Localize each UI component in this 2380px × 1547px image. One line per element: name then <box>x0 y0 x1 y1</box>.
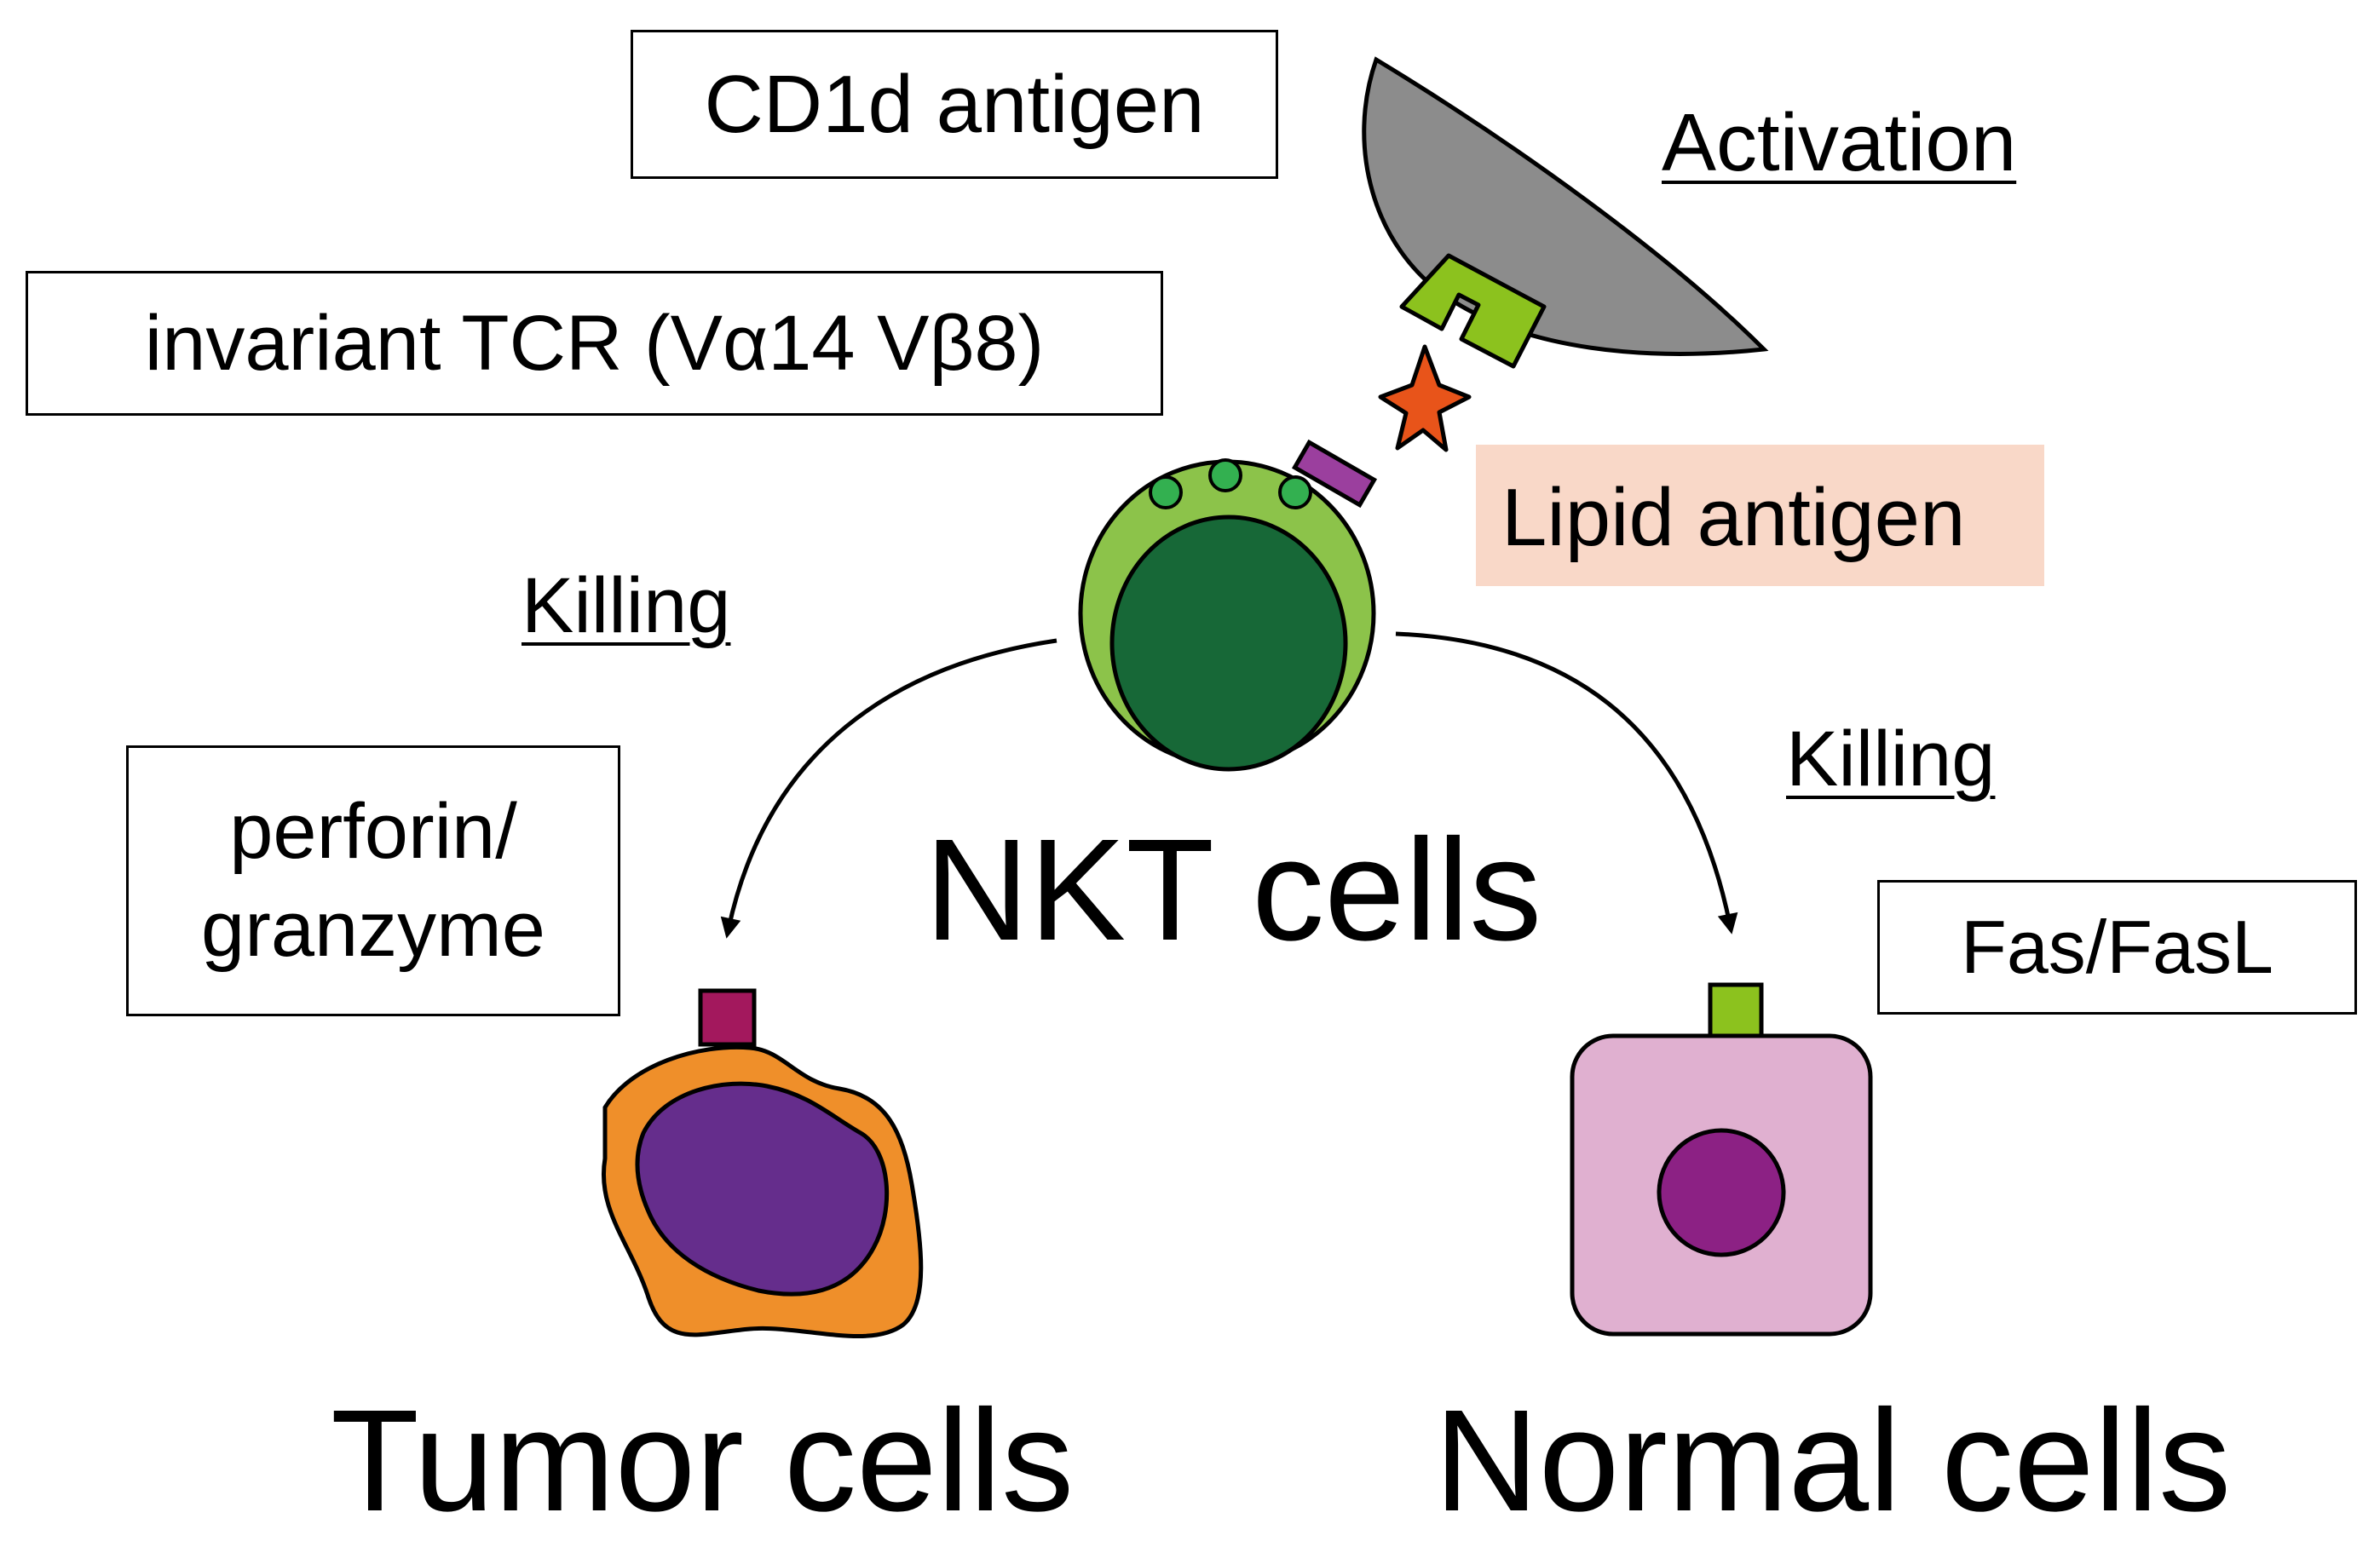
tumor-cell <box>602 988 924 1339</box>
lipid-antigen-star <box>1378 344 1472 452</box>
killing-label-left: Killing <box>522 562 731 649</box>
invariant-tcr-label: invariant TCR (Vα14 Vβ8) <box>144 299 1045 387</box>
normal-nucleus <box>1657 1128 1786 1257</box>
cd1d-receptor <box>1399 253 1547 369</box>
nkt-cells-label: NKT cells <box>925 809 1542 971</box>
nkt-granule <box>1278 475 1312 509</box>
tumor-receptor <box>698 988 757 1047</box>
fas-fasl-label: Fas/FasL <box>1961 905 2273 989</box>
cd1d-antigen-box: CD1d antigen <box>631 30 1278 179</box>
invariant-tcr-box: invariant TCR (Vα14 Vβ8) <box>26 271 1163 416</box>
fas-fasl-box: Fas/FasL <box>1877 880 2357 1015</box>
killing-arrow-right <box>1395 631 1738 935</box>
lipid-antigen-label: Lipid antigen <box>1501 472 1966 563</box>
invariant-tcr <box>1291 439 1378 509</box>
normal-cells-label: Normal cells <box>1434 1380 2232 1542</box>
nkt-cell <box>1078 458 1376 772</box>
nkt-granule <box>1149 475 1183 509</box>
killing-label-right: Killing <box>1786 716 1996 802</box>
normal-cell <box>1570 982 1873 1337</box>
cd1d-antigen-label: CD1d antigen <box>704 58 1205 150</box>
tumor-cells-label: Tumor cells <box>331 1380 1075 1542</box>
normal-receptor <box>1708 982 1764 1038</box>
granzyme-label: granzyme <box>201 886 545 973</box>
nkt-granule <box>1208 458 1242 492</box>
perforin-granzyme-box: perforin/ granzyme <box>126 745 620 1016</box>
killing-arrow-left <box>720 638 1057 939</box>
perforin-label: perforin/ <box>229 788 517 875</box>
activation-label: Activation <box>1662 97 2017 188</box>
lipid-antigen-highlight <box>1476 445 2044 586</box>
